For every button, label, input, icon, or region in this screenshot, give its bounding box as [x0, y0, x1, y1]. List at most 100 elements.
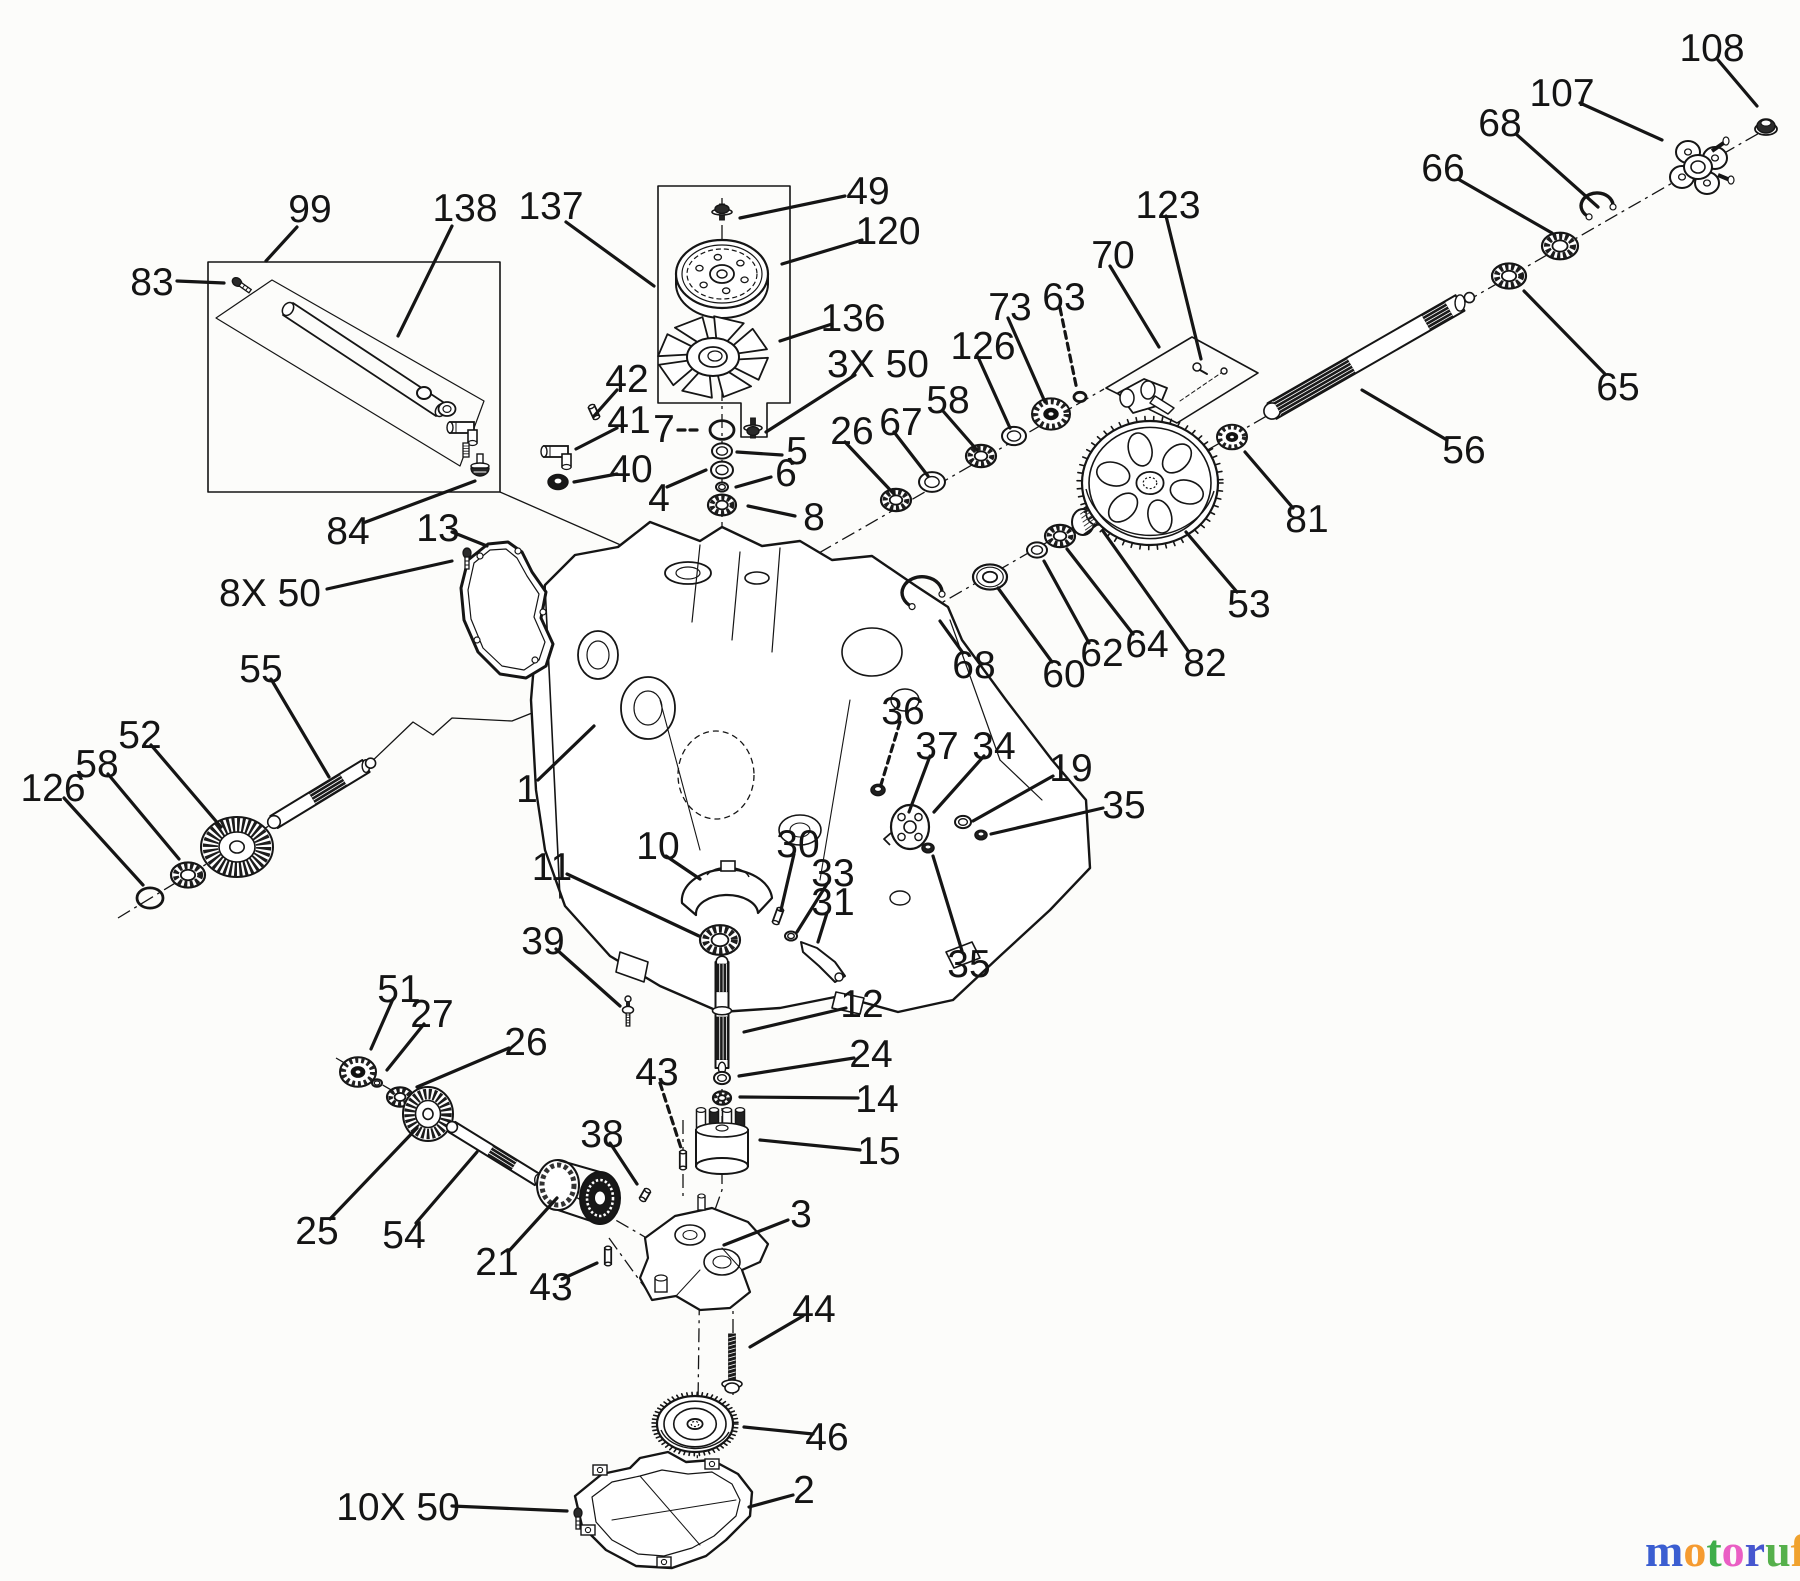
leader-line-52 [816, 911, 829, 944]
bearing-26-top [879, 487, 913, 513]
callout-24: 24 [849, 1033, 892, 1076]
callout-58: 58 [926, 379, 969, 422]
callout-13: 13 [416, 507, 459, 550]
bevel-gear-25 [402, 1086, 454, 1142]
callout-99: 99 [288, 188, 331, 231]
spacer-6 [715, 481, 729, 493]
callout-41: 41 [607, 399, 650, 442]
bearing-58-left [169, 861, 207, 889]
leader-line-17 [892, 430, 930, 478]
callout-26: 26 [830, 410, 873, 453]
callout-39: 39 [521, 920, 564, 963]
leader-line-40 [269, 677, 331, 779]
bleeder-39 [621, 995, 635, 1027]
bearing-58-top [964, 443, 998, 469]
callout-36: 36 [881, 690, 924, 733]
leader-line-73 [747, 1493, 795, 1509]
callout-10: 10 [636, 825, 679, 868]
callout-33: 33 [811, 852, 854, 895]
bearing-66 [1540, 231, 1580, 261]
callout-55: 55 [239, 648, 282, 691]
callout-54: 54 [382, 1214, 425, 1257]
leader-line-59 [758, 1138, 862, 1152]
callout-137: 137 [518, 185, 583, 228]
callout-49: 49 [846, 170, 889, 213]
kit-boxes [207, 185, 1259, 493]
callout-68: 68 [1478, 102, 1521, 145]
watermark: motoruf.de [1645, 1525, 1800, 1576]
callout-126: 126 [950, 325, 1015, 368]
tube-kit-99-138 [281, 301, 478, 458]
callout-64: 64 [1125, 623, 1168, 666]
leader-line-4 [738, 194, 847, 220]
washer-27 [371, 1078, 383, 1088]
leader-line-11 [572, 472, 619, 484]
callout-14: 14 [855, 1078, 898, 1121]
callout-81: 81 [1285, 498, 1328, 541]
leader-line-46 [907, 754, 932, 814]
callout-37: 37 [915, 725, 958, 768]
kit-outline-99 [215, 279, 485, 467]
leader-line-18 [941, 409, 979, 452]
callout-19: 19 [1049, 747, 1092, 790]
nut-35-left [921, 842, 935, 854]
leader-line-2 [564, 220, 656, 288]
leader-line-29 [1360, 388, 1449, 442]
leader-line-28 [1522, 289, 1607, 376]
bearing-11 [698, 924, 742, 956]
leader-line-5 [780, 238, 864, 266]
bolt-49 [711, 203, 733, 221]
leader-lines [62, 58, 1759, 1513]
washer-67 [918, 471, 946, 493]
leader-line-7 [764, 373, 857, 434]
leader-line-1 [396, 224, 454, 338]
leader-line-66 [328, 1126, 419, 1221]
callout-82: 82 [1183, 642, 1226, 685]
fan-136 [657, 315, 769, 399]
callout-12: 12 [840, 983, 883, 1026]
callout-53: 53 [1227, 583, 1270, 626]
leader-line-39 [325, 559, 454, 591]
leader-line-3 [175, 279, 226, 285]
callout-35: 35 [1102, 784, 1145, 827]
leader-line-43 [62, 796, 145, 887]
callout-3X50: 3X 50 [827, 343, 929, 386]
vent-84 [470, 453, 490, 477]
oring-126-left [135, 886, 165, 910]
leader-line-22 [1108, 264, 1161, 349]
callout-4: 4 [648, 477, 670, 520]
leader-line-0 [264, 225, 299, 263]
leader-line-20 [1006, 316, 1047, 404]
callout-136: 136 [820, 297, 885, 340]
leader-line-54 [565, 872, 701, 938]
leader-line-35 [996, 586, 1054, 664]
leader-line-60 [554, 947, 622, 1008]
bearing-65 [1490, 262, 1528, 290]
leader-line-19 [976, 355, 1012, 430]
cylinder-block-15 [695, 1106, 749, 1175]
kit-box-70-123 [1105, 336, 1259, 424]
callout-5: 5 [786, 430, 808, 473]
brake-kit-70-123 [1117, 362, 1228, 415]
callout-62: 62 [1080, 632, 1123, 675]
bolt-10x50 [573, 1507, 583, 1530]
leader-line-15 [746, 504, 797, 518]
callout-51: 51 [377, 968, 420, 1011]
callout-70: 70 [1091, 234, 1134, 277]
callout-8X50: 8X 50 [219, 572, 321, 615]
callout-46: 46 [805, 1416, 848, 1459]
leader-line-67 [414, 1150, 479, 1225]
pump-shaft-12 [711, 955, 733, 1075]
leader-line-37 [361, 479, 477, 525]
callout-123: 123 [1135, 184, 1200, 227]
callout-1: 1 [516, 768, 538, 811]
callout-44: 44 [792, 1288, 835, 1331]
axle-shaft-56 [1263, 291, 1476, 420]
callout-26: 26 [504, 1021, 547, 1064]
leader-line-64 [658, 1081, 683, 1150]
washer-19 [954, 814, 972, 830]
callout-35: 35 [947, 943, 990, 986]
leader-line-72 [742, 1425, 815, 1436]
